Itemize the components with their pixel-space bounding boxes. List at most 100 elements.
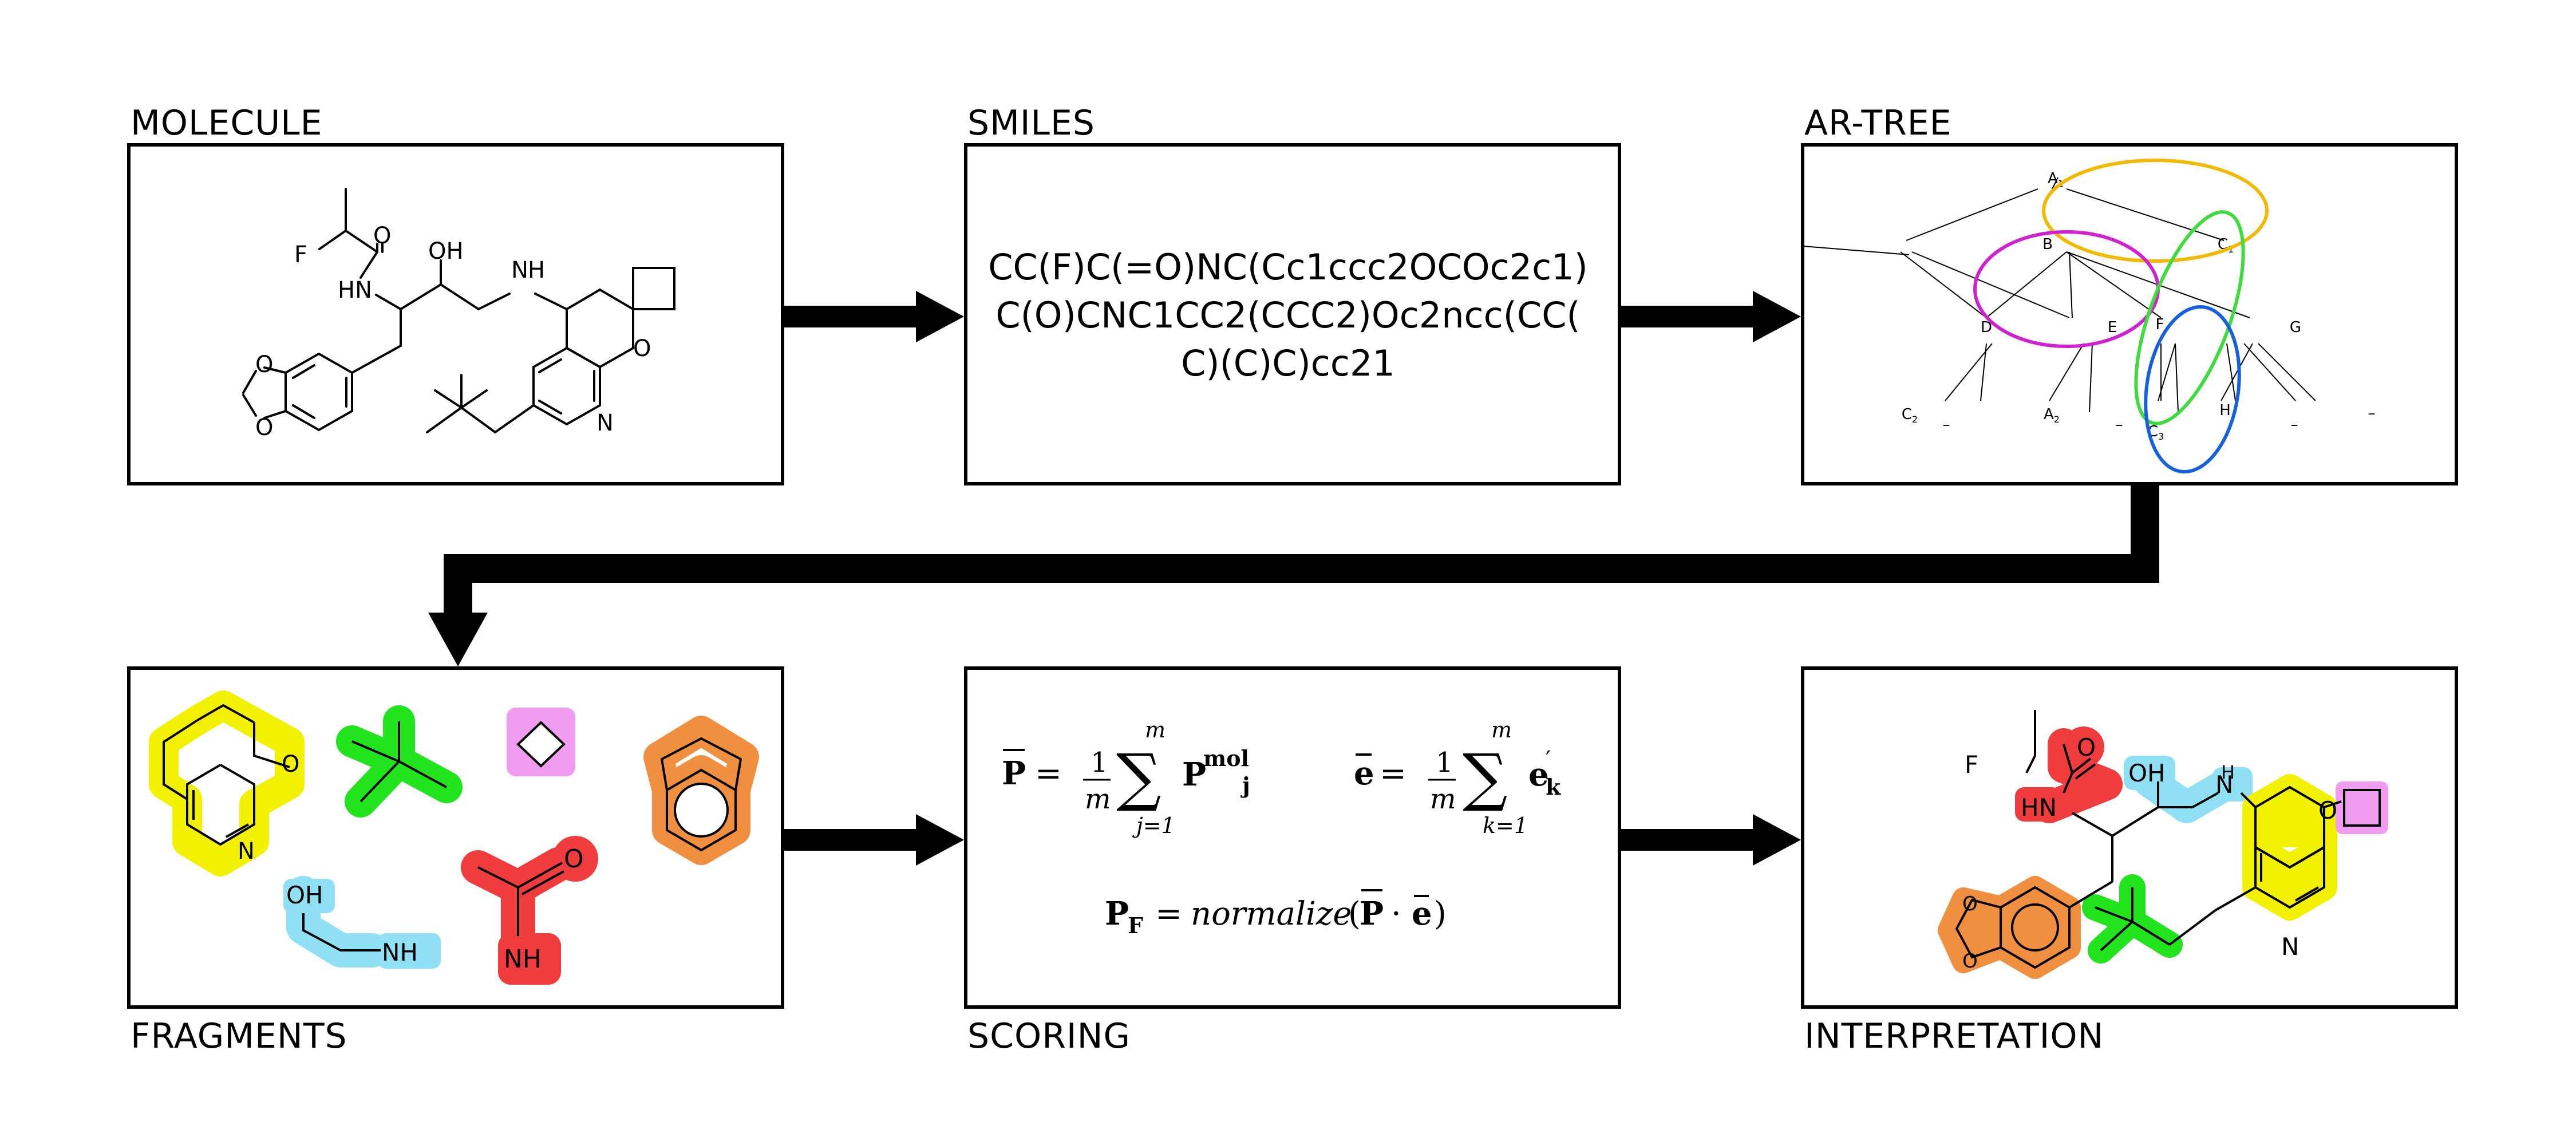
fragment-pink xyxy=(507,708,575,776)
svg-text:=: = xyxy=(1380,755,1406,792)
fragment-yellow: O N xyxy=(149,690,305,876)
svg-text:e: e xyxy=(1412,895,1432,933)
smiles-string: CC(F)C(=O)NC(Cc1ccc2OCOc2c1) C(O)CNC1CC2… xyxy=(973,243,1603,388)
smiles-panel xyxy=(964,143,1621,485)
molecule-atom-labels: F O HN OH N O N O O xyxy=(255,223,651,441)
interp-pink xyxy=(2336,781,2388,834)
atom-F: F xyxy=(294,242,307,268)
ellipse-blue xyxy=(2144,305,2241,474)
arrow-molecule-to-smiles xyxy=(784,291,964,342)
atom-N-pyridine: N xyxy=(596,410,614,436)
svg-text:1: 1 xyxy=(1436,747,1453,779)
interpretation-panel xyxy=(1801,666,2458,1009)
svg-text:m: m xyxy=(1430,783,1456,815)
atom-NH-linker-N: N xyxy=(511,257,528,283)
title-molecule: MOLECULE xyxy=(131,103,323,143)
frag-red-NH: NH xyxy=(504,945,542,974)
formula-e-bar: e = 1 m m ∑ k=1 e ′ k xyxy=(1354,717,1561,838)
interp-red xyxy=(2033,728,2123,823)
atom-O-dioxole-top: O xyxy=(255,352,273,378)
title-artree: AR-TREE xyxy=(1804,103,1952,143)
title-fragments: FRAGMENTS xyxy=(131,1016,347,1056)
node-dash-2: – xyxy=(2116,416,2123,433)
node-dash-3: – xyxy=(2291,416,2298,433)
ellipse-orange xyxy=(2042,159,2269,263)
node-dash-1: – xyxy=(1943,416,1950,433)
frag-cyan-NH: NH xyxy=(382,938,418,966)
interp-atom-O-dioxole-1: O xyxy=(1962,893,1978,915)
svg-text:=: = xyxy=(1155,895,1182,933)
svg-text:P: P xyxy=(1182,756,1206,793)
atom-O-dioxole-bottom: O xyxy=(255,414,273,441)
title-interpretation: INTERPRETATION xyxy=(1804,1016,2104,1056)
arrow-scoring-to-interpretation xyxy=(1621,814,1801,866)
interp-atom-HN: HN xyxy=(2021,793,2057,822)
svg-text:F: F xyxy=(1128,913,1143,938)
svg-text:∑: ∑ xyxy=(1116,740,1161,814)
fragment-red: O NH xyxy=(461,836,598,985)
node-C2: C2 xyxy=(1902,406,1918,425)
title-smiles: SMILES xyxy=(967,103,1095,143)
fragments: O N xyxy=(149,690,759,985)
svg-text:∑: ∑ xyxy=(1463,740,1508,814)
atom-O-carbonyl: O xyxy=(373,223,391,249)
frag-red-O: O xyxy=(564,844,584,874)
scoring-panel xyxy=(964,666,1621,1009)
interp-atom-O-dioxole-2: O xyxy=(1962,950,1978,973)
smiles-line-2: C(O)CNC1CC2(CCC2)Oc2ncc(CC( xyxy=(995,294,1581,336)
svg-text:j: j xyxy=(1240,772,1250,798)
smiles-line-3: C)(C)C)cc21 xyxy=(1181,342,1395,384)
smiles-line-1: CC(F)C(=O)NC(Cc1ccc2OCOc2c1) xyxy=(988,246,1588,288)
atom-OH: OH xyxy=(428,238,464,264)
svg-text:P: P xyxy=(1002,755,1026,792)
interp-atom-O-pyran: O xyxy=(2318,796,2337,824)
atom-H-linker: H xyxy=(528,257,545,283)
formula-pf: P F = normalize ( P · e ) xyxy=(1105,889,1447,938)
svg-text:P: P xyxy=(1105,895,1129,933)
svg-text:·: · xyxy=(1391,895,1401,933)
title-scoring: SCORING xyxy=(967,1016,1131,1056)
svg-text:P: P xyxy=(1360,895,1384,933)
ar-tree: A1 B C1 D E F G C2 – A2 – C3 H – – xyxy=(1803,159,2376,474)
frag-cyan-OH: OH xyxy=(286,881,323,909)
node-G: G xyxy=(2290,319,2301,336)
node-H: H xyxy=(2219,402,2231,419)
artree-panel xyxy=(1801,143,2458,485)
svg-text:1: 1 xyxy=(1091,747,1108,779)
atom-O-pyran: O xyxy=(633,335,651,362)
arrow-artree-to-fragments xyxy=(428,485,2159,666)
fragment-green xyxy=(336,705,463,818)
node-F: F xyxy=(2156,316,2164,333)
arrow-fragments-to-scoring xyxy=(784,814,964,866)
svg-text:m: m xyxy=(1085,783,1111,815)
svg-text:m: m xyxy=(1491,717,1512,743)
flow-arrows xyxy=(428,291,2159,866)
arrow-smiles-to-artree xyxy=(1621,291,1801,342)
node-D: D xyxy=(1981,319,1992,336)
interpretation-structure: F O HN OH N H O N O O xyxy=(1938,710,2388,979)
svg-text:k=1: k=1 xyxy=(1483,813,1528,838)
molecule-structure xyxy=(242,188,675,433)
ellipse-green xyxy=(2134,210,2245,425)
interp-atom-OH: OH xyxy=(2128,759,2166,787)
fragment-orange xyxy=(643,716,759,865)
frag-yellow-N: N xyxy=(238,838,255,864)
interp-atom-N-pyridine: N xyxy=(2281,933,2299,961)
interp-atom-O: O xyxy=(2077,733,2096,761)
atom-HN: HN xyxy=(338,277,372,303)
svg-text:j=1: j=1 xyxy=(1132,813,1175,838)
svg-text:k: k xyxy=(1546,774,1561,800)
svg-text:m: m xyxy=(1145,717,1165,743)
interp-atom-F: F xyxy=(1965,751,1978,779)
node-dash-4: – xyxy=(2368,405,2376,422)
interp-atom-N: N xyxy=(2215,771,2233,799)
svg-text:normalize: normalize xyxy=(1191,895,1352,933)
node-E: E xyxy=(2108,319,2117,336)
svg-text:e: e xyxy=(1354,755,1374,792)
svg-text:′: ′ xyxy=(1546,747,1551,773)
node-B: B xyxy=(2042,236,2053,253)
svg-text:=: = xyxy=(1035,755,1062,792)
frag-yellow-O: O xyxy=(282,751,299,777)
